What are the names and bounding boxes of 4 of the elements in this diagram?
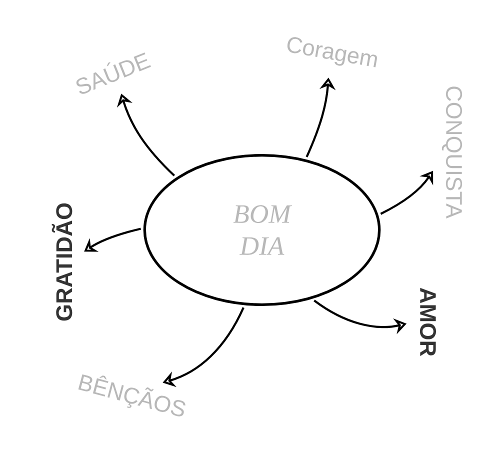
- topic-word: Coragem: [287, 37, 377, 68]
- topic-word: GRATIDÃO: [52, 203, 72, 321]
- topic-word: AMOR: [420, 288, 436, 356]
- topic-word: CONQUISTA: [442, 86, 462, 218]
